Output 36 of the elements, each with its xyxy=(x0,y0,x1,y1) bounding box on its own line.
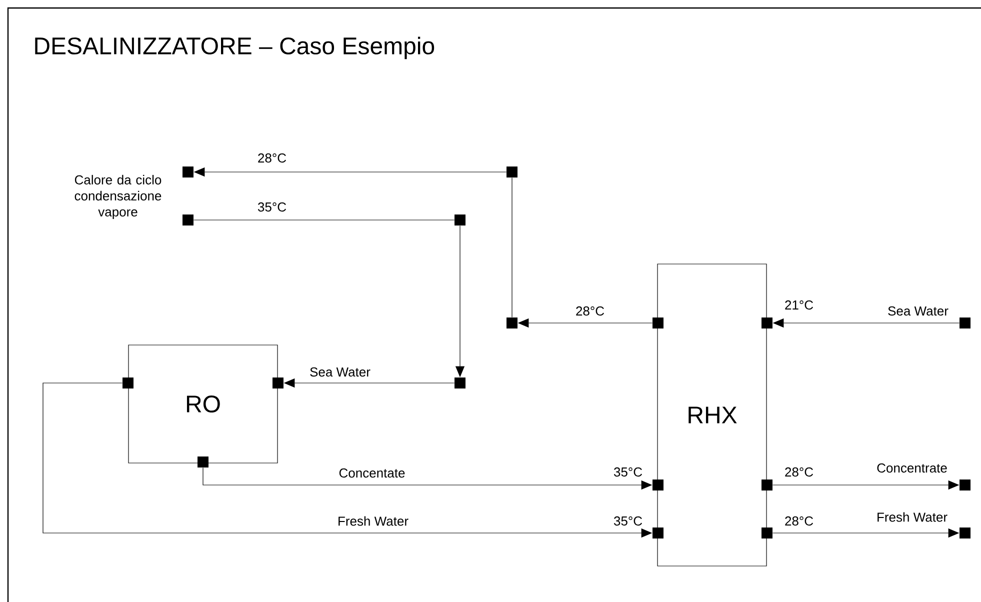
edge-label: Sea Water xyxy=(886,305,950,317)
port-square xyxy=(762,480,773,490)
temperature-label: 35°C xyxy=(614,467,642,477)
port-square xyxy=(198,456,208,468)
port-square xyxy=(506,318,518,328)
edge-label: Fresh Water xyxy=(336,515,410,527)
temperature-label: 35°C xyxy=(614,516,642,526)
port-square xyxy=(652,528,664,538)
port-square xyxy=(960,480,971,490)
port-square xyxy=(652,480,664,490)
port-square xyxy=(182,166,194,178)
temperature-label: 28°C xyxy=(785,467,814,477)
port-square xyxy=(960,528,971,538)
temperature-label: 21°C xyxy=(785,300,814,310)
port-square xyxy=(762,528,773,538)
title: DESALINIZZATORE – Caso Esempio xyxy=(35,36,434,60)
port-square xyxy=(454,214,466,226)
port-square xyxy=(506,166,518,178)
process-box: RHX xyxy=(657,264,767,566)
port-square xyxy=(182,214,194,226)
port-square xyxy=(652,318,664,328)
temperature-label: 28°C xyxy=(785,516,814,526)
edge-label: 28°C xyxy=(574,305,606,317)
edge-label: 28°C xyxy=(256,152,288,164)
edge-label: Fresh Water xyxy=(876,511,949,523)
process-box: RO xyxy=(128,344,278,464)
port-square xyxy=(762,318,773,328)
port-square xyxy=(454,378,466,388)
edge-label: 35°C xyxy=(256,201,288,213)
port-square xyxy=(960,318,971,328)
edge-label: Concentate xyxy=(338,467,406,479)
edge-label: Concentrate xyxy=(876,462,948,474)
edge-label: Sea Water xyxy=(308,366,372,378)
port-square xyxy=(272,378,284,388)
port-square xyxy=(122,378,134,388)
source-label: Calore da ciclo condensazione vapore xyxy=(74,174,162,220)
